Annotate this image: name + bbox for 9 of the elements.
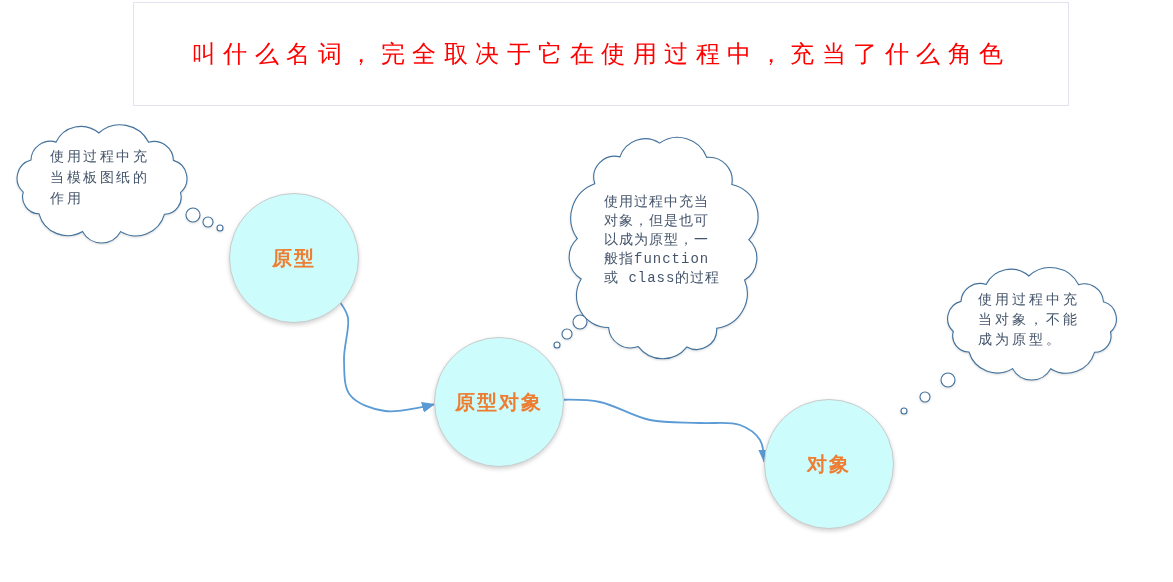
circle-label: 原型 [272, 245, 316, 271]
bubble-text: 使用过程中充当模板图纸的作用 [50, 147, 150, 208]
bubble-text: 使用过程中充当对象，不能成为原型。 [978, 290, 1081, 349]
circle-label: 原型对象 [455, 389, 543, 415]
title-text: 叫什么名词，完全取决于它在使用过程中，充当了什么角色 [191, 39, 1011, 70]
bubble-text: 使用过程中充当对象，但是也可以成为原型，一般指function 或 class的过程 [604, 193, 722, 288]
circle-label: 对象 [807, 451, 851, 477]
title-box [133, 2, 1069, 106]
arrow [339, 302, 435, 413]
